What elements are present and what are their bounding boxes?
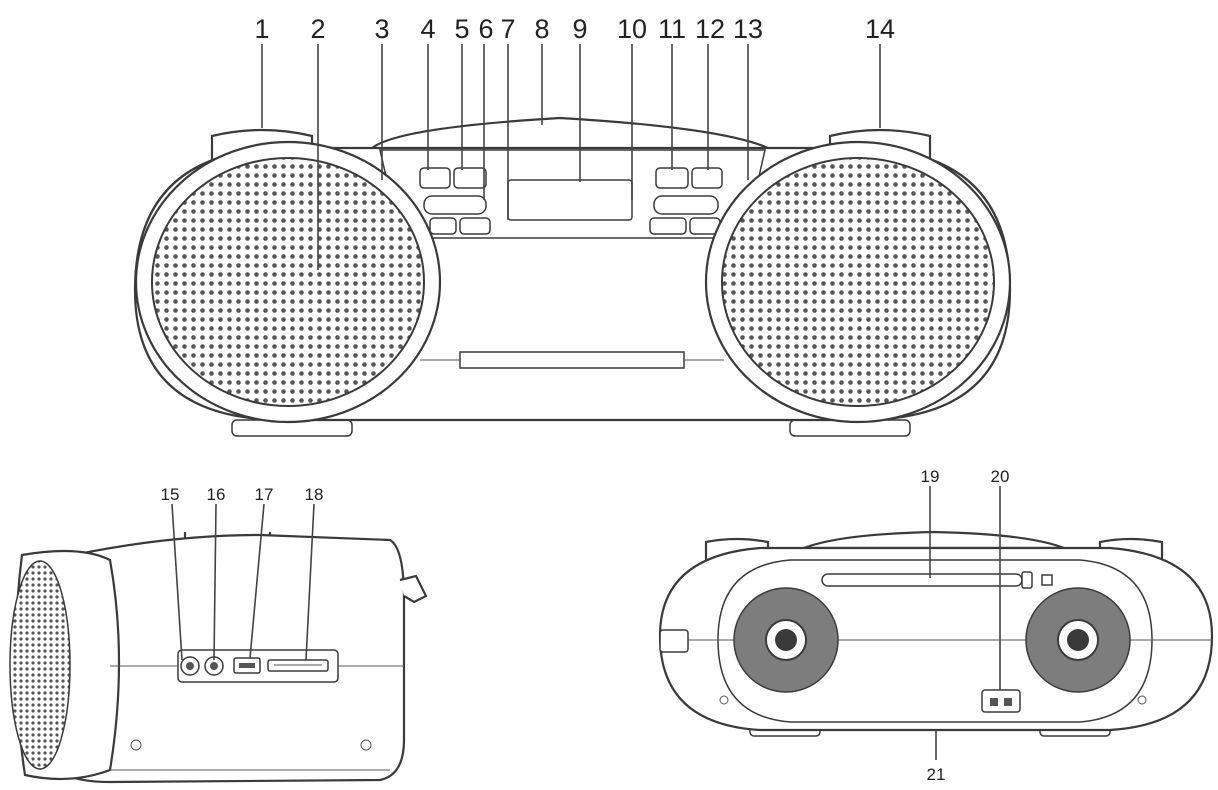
button-play-pause[interactable] xyxy=(453,167,487,189)
antenna xyxy=(821,573,1023,587)
button-mode[interactable] xyxy=(419,167,451,189)
rear-lid xyxy=(803,530,1065,550)
button-program[interactable] xyxy=(653,195,719,215)
front-callouts: 1 2 3 4 5 6 7 8 9 10 11 12 13 14 xyxy=(254,14,895,44)
callout-12: 12 xyxy=(695,14,725,44)
callout-18: 18 xyxy=(305,485,324,504)
callout-21: 21 xyxy=(927,765,946,784)
callout-16: 16 xyxy=(207,485,226,504)
screw-left xyxy=(130,739,142,751)
callout-4: 4 xyxy=(420,14,435,44)
ac-power-socket xyxy=(981,689,1021,713)
callout-20: 20 xyxy=(991,467,1010,486)
button-folder[interactable] xyxy=(649,217,687,235)
rear-view: 19 20 21 xyxy=(658,467,1214,784)
side-callouts: 15 16 17 18 xyxy=(161,485,324,504)
button-fm-dbbs[interactable] xyxy=(459,217,491,235)
callout-17: 17 xyxy=(255,485,274,504)
callout-15: 15 xyxy=(161,485,180,504)
screw-right xyxy=(360,739,372,751)
callout-19: 19 xyxy=(921,467,940,486)
rear-leader-lines xyxy=(929,486,1001,760)
callout-7: 7 xyxy=(500,14,515,44)
callout-3: 3 xyxy=(374,14,389,44)
rear-callouts: 19 20 21 xyxy=(921,467,1010,784)
callout-5: 5 xyxy=(454,14,469,44)
speaker-grille-right xyxy=(721,157,995,407)
speaker-grille-left xyxy=(151,157,425,407)
cd-lid xyxy=(367,116,773,152)
front-view: 1 2 3 4 5 6 7 8 9 10 11 12 13 14 xyxy=(133,14,1012,437)
button-power[interactable] xyxy=(429,217,457,235)
side-handle-tab xyxy=(399,574,428,604)
side-speaker-grille xyxy=(9,560,71,770)
callout-10: 10 xyxy=(617,14,647,44)
button-skip[interactable] xyxy=(423,195,487,215)
callout-8: 8 xyxy=(534,14,549,44)
callout-13: 13 xyxy=(733,14,763,44)
callout-1: 1 xyxy=(254,14,269,44)
front-slot xyxy=(459,351,685,369)
callout-2: 2 xyxy=(310,14,325,44)
button-stop[interactable] xyxy=(691,167,723,189)
button-skip-forward[interactable] xyxy=(655,167,689,189)
dc-in-socket xyxy=(659,629,689,653)
display-window xyxy=(507,179,633,221)
callout-14: 14 xyxy=(865,14,895,44)
front-leader-lines xyxy=(261,44,881,270)
callout-9: 9 xyxy=(572,14,587,44)
side-view: 15 16 17 18 xyxy=(9,485,428,784)
callout-11: 11 xyxy=(658,14,686,44)
side-leader-lines xyxy=(171,503,315,661)
callout-6: 6 xyxy=(478,14,493,44)
